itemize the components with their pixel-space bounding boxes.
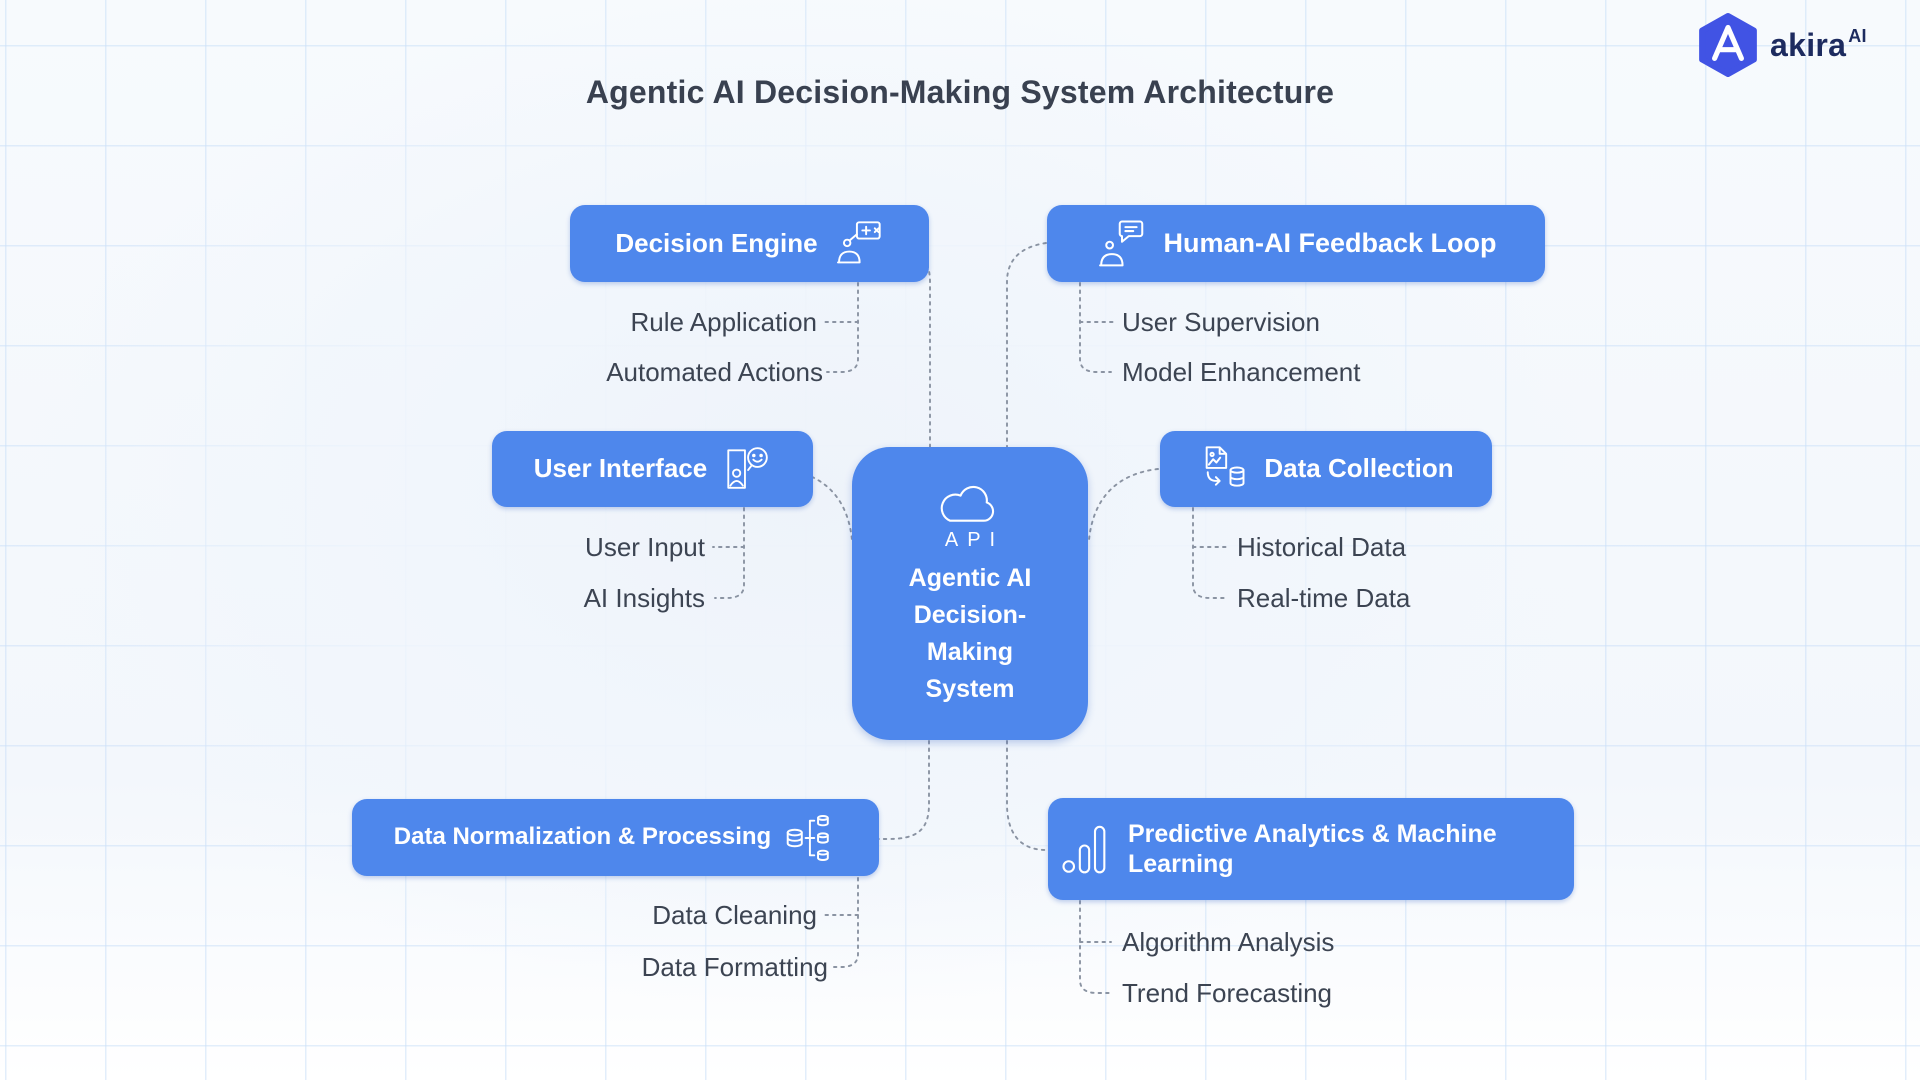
- connector-feedback-loop-central: [1006, 242, 1047, 448]
- node-data-normalization-label: Data Normalization & Processing: [393, 823, 772, 851]
- node-predictive-analytics-ml: Predictive Analytics & Machine Learning: [1048, 798, 1574, 900]
- analytics-bars-icon: [1060, 821, 1116, 877]
- node-user-interface: User Interface: [492, 431, 813, 507]
- sub-rule-application: Rule Application: [630, 307, 817, 337]
- sub-user-input: User Input: [585, 532, 705, 562]
- central-line-3: Making: [926, 638, 1014, 666]
- connector-feedback-loop-children: [1079, 282, 1112, 373]
- sub-user-supervision: User Supervision: [1122, 307, 1320, 337]
- sub-model-enhancement: Model Enhancement: [1122, 357, 1361, 387]
- sub-trend-forecasting: Trend Forecasting: [1122, 978, 1333, 1008]
- central-node: API Agentic AI Decision- Making System: [852, 447, 1088, 740]
- central-line-2: Decision-: [913, 601, 1027, 629]
- connector-central-predictive: [1006, 740, 1047, 851]
- node-data-normalization-processing: Data Normalization & Processing: [352, 799, 879, 876]
- api-label: API: [944, 529, 1005, 551]
- sub-historical-data: Historical Data: [1237, 532, 1407, 562]
- connector-decision-engine-children: [826, 282, 859, 373]
- node-decision-engine: Decision Engine: [570, 205, 929, 282]
- central-line-1: Agentic AI: [908, 564, 1032, 592]
- node-human-ai-feedback-loop: Human-AI Feedback Loop: [1047, 205, 1545, 282]
- sub-data-cleaning: Data Cleaning: [652, 900, 817, 930]
- sub-automated-actions: Automated Actions: [606, 357, 823, 387]
- database-split-icon: [785, 812, 837, 864]
- sub-data-formatting: Data Formatting: [641, 952, 828, 982]
- node-user-interface-label: User Interface: [533, 453, 708, 484]
- file-database-icon: [1198, 443, 1250, 495]
- akira-hexagon-icon: [1695, 12, 1761, 78]
- connector-data-collection-central: [1088, 468, 1159, 541]
- robot-chat-icon: [1095, 217, 1149, 271]
- central-node-label: Agentic AI Decision- Making System: [909, 560, 1032, 708]
- sub-algorithm-analysis: Algorithm Analysis: [1122, 927, 1335, 957]
- robot-board-icon: [832, 218, 884, 270]
- connector-user-interface-children: [714, 507, 745, 599]
- central-line-4: System: [925, 675, 1015, 703]
- node-human-ai-feedback-loop-label: Human-AI Feedback Loop: [1163, 228, 1497, 259]
- node-data-collection: Data Collection: [1160, 431, 1492, 507]
- sub-real-time-data: Real-time Data: [1237, 583, 1411, 613]
- connector-data-normalization-children: [833, 877, 859, 968]
- cloud-api-icon: [932, 481, 1008, 527]
- logo-superscript: AI: [1848, 26, 1867, 46]
- node-decision-engine-label: Decision Engine: [615, 227, 818, 258]
- connector-data-collection-children: [1192, 507, 1225, 599]
- connector-predictive-children: [1079, 900, 1110, 994]
- page-title: Agentic AI Decision-Making System Archit…: [585, 74, 1335, 110]
- phone-user-icon: [721, 444, 771, 494]
- node-data-collection-label: Data Collection: [1264, 453, 1454, 484]
- node-predictive-analytics-label: Predictive Analytics & Machine Learning: [1128, 820, 1497, 878]
- sub-ai-insights: AI Insights: [583, 583, 705, 613]
